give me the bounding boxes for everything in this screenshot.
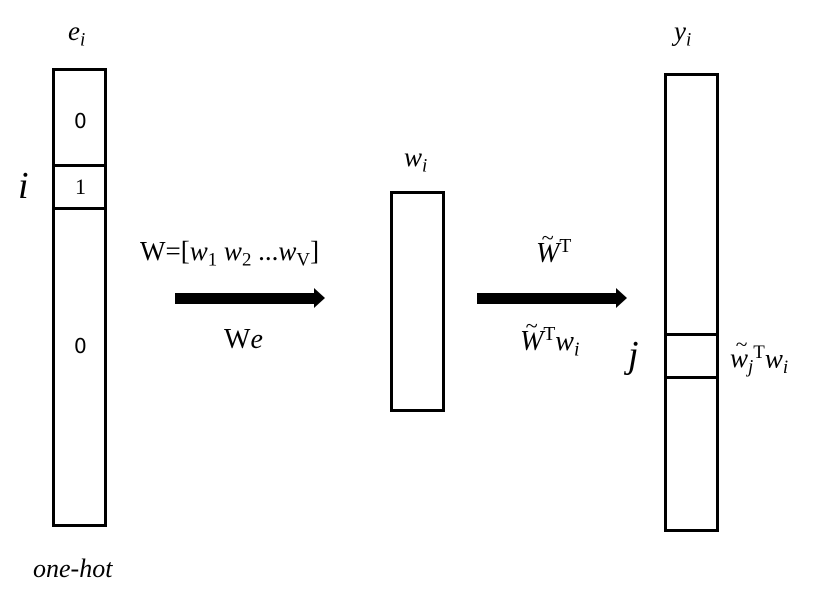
hidden-vector-box <box>390 191 445 412</box>
hidden-vector-label-sub: i <box>422 155 428 177</box>
score-sub: j <box>748 357 754 379</box>
input-vector-top-value: 0 <box>74 109 87 133</box>
output-vector-divider-bottom <box>664 376 719 379</box>
matrix-suffix: ] <box>310 236 320 266</box>
output-arrow <box>477 288 627 308</box>
w2-base: w <box>223 236 242 266</box>
wv-base: w <box>278 236 297 266</box>
output-vector-label: yi <box>674 16 691 52</box>
input-vector-label: ei <box>68 16 85 52</box>
input-vector-box <box>52 68 107 527</box>
product-var: e <box>250 324 263 355</box>
output-matrix-label: WT <box>536 225 572 270</box>
input-vector-label-sub: i <box>79 29 86 51</box>
input-vector-divider-top <box>52 164 107 167</box>
score-base-text: w <box>730 343 749 374</box>
w1-base: w <box>189 236 208 266</box>
hidden-vector-label: wi <box>404 142 427 178</box>
embedding-product-label: We <box>224 324 263 356</box>
hidden-vector-label-base: w <box>404 142 423 172</box>
output-matrix-base: W <box>536 225 560 270</box>
input-vector-label-base: e <box>68 16 80 46</box>
output-product-matrix: W <box>520 313 544 358</box>
input-row-index-label: i <box>18 165 29 207</box>
output-vector-box <box>664 73 719 532</box>
output-vector-label-base: y <box>674 16 686 46</box>
output-product-var-sub: i <box>573 339 580 361</box>
output-product-label: WTwi <box>520 313 580 362</box>
score-var-sub: i <box>782 357 789 379</box>
embedding-arrow <box>175 288 325 308</box>
one-hot-caption: one-hot <box>33 554 113 583</box>
matrix-prefix: W=[ <box>140 236 190 266</box>
score-base: wj <box>730 332 754 379</box>
score-var: w <box>764 343 783 374</box>
embedding-matrix-label: W=[w1 w2 ...wV] <box>140 236 319 272</box>
output-vector-divider-top <box>664 333 719 336</box>
output-matrix-sup: T <box>559 236 572 257</box>
output-product-sup: T <box>543 324 556 345</box>
input-vector-divider-bottom <box>52 207 107 210</box>
output-score-label: wjTwi <box>730 332 789 379</box>
product-matrix: W <box>224 324 251 355</box>
w2-sub: 2 <box>241 249 252 271</box>
score-sup: T <box>753 342 765 363</box>
wv-sub: V <box>296 249 311 271</box>
input-vector-bottom-value: 0 <box>74 334 87 358</box>
output-product-var: w <box>555 325 574 357</box>
input-vector-active-value: 1 <box>75 174 86 199</box>
ellipsis: ... <box>251 236 279 266</box>
output-row-index-label: j <box>628 334 639 376</box>
output-vector-label-sub: i <box>685 29 692 51</box>
w1-sub: 1 <box>207 249 218 271</box>
